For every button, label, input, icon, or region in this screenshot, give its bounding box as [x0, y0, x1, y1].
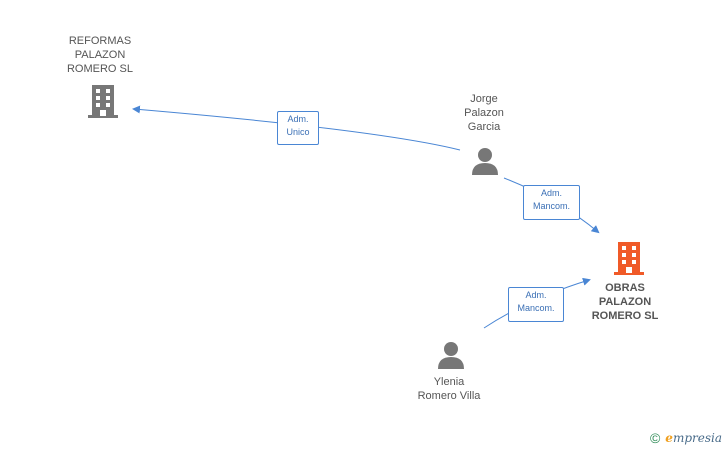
edge-label-jorge-obras[interactable]: Adm. Mancom. [523, 185, 580, 220]
company-label-reformas[interactable]: REFORMAS PALAZON ROMERO SL [66, 35, 133, 75]
edge-label-jorge-reformas[interactable]: Adm. Unico [277, 111, 319, 145]
edge-label-role: Adm. [287, 114, 309, 124]
edge-label-type: Mancom. [517, 303, 555, 313]
footer-brand[interactable]: © empresia [650, 430, 722, 446]
edge-label-type: Mancom. [532, 201, 570, 211]
edge-jorge-to-reformas [132, 105, 461, 151]
copyright-icon: © [649, 430, 661, 446]
building-icon[interactable] [86, 83, 120, 119]
person-label-jorge[interactable]: Jorge Palazon Garcia [464, 93, 504, 133]
edge-label-role: Adm. [540, 188, 562, 198]
person-label-ylenia[interactable]: Ylenia Romero Villa [417, 376, 481, 402]
edge-label-role: Adm. [525, 290, 547, 300]
edge-label-ylenia-obras[interactable]: Adm. Mancom. [508, 287, 564, 322]
edge-label-type: Unico [286, 127, 310, 137]
company-label-obras[interactable]: OBRAS PALAZON ROMERO SL [591, 282, 659, 322]
person-icon[interactable] [436, 340, 466, 370]
brand-logo: empresia [665, 431, 722, 445]
person-icon[interactable] [470, 146, 500, 176]
building-icon[interactable] [612, 240, 646, 276]
